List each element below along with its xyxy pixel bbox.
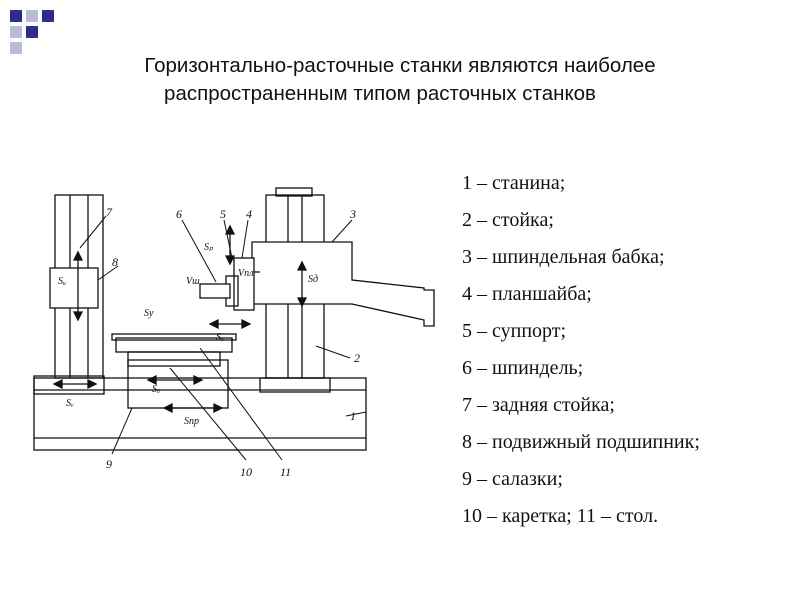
motion-label-vsh: Vш (186, 276, 200, 287)
corner-square-dark (10, 10, 22, 22)
motion-label-su: Sᵤ (58, 276, 66, 287)
bed-frame (33, 377, 367, 451)
title-line-2: распространенным типом расточных станков (164, 82, 596, 105)
slide-title: Горизонтально-расточные станки являются … (0, 52, 800, 108)
part-number-11: 11 (280, 465, 291, 479)
legend-item: 5 – суппорт; (462, 320, 567, 342)
motion-labels: Sᵤ Sₚ Sд Sу Sпр Sᵢᵢ Sᵤ Sᵥ Vш Vпл (58, 242, 318, 427)
corner-square-light (26, 10, 38, 22)
part-number-7: 7 (106, 205, 113, 219)
motion-label-sp: Sₚ (204, 242, 214, 253)
table (115, 337, 233, 353)
legend-item: 9 – салазки; (462, 468, 563, 490)
part-number-1: 1 (350, 409, 356, 423)
motion-label-sy: Sу (144, 308, 154, 319)
facing-head (233, 257, 255, 311)
part-number-9: 9 (106, 457, 112, 471)
legend-item: 7 – задняя стойка; (462, 394, 615, 416)
part-number-4: 4 (246, 207, 252, 221)
corner-square-dark (26, 26, 38, 38)
legend-item: 8 – подвижный подшипник; (462, 431, 700, 453)
legend-item: 3 – шпиндельная бабка; (462, 246, 665, 268)
legend-item: 6 – шпиндель; (462, 357, 584, 379)
legend-item: 1 – станина; (462, 172, 566, 194)
part-number-10: 10 (240, 465, 252, 479)
corner-square-light (10, 26, 22, 38)
motion-label-sz: Sᵤ (216, 332, 224, 343)
legend-item: 10 – каретка; 11 – стол. (462, 505, 659, 527)
legend-item: 2 – стойка; (462, 209, 554, 231)
motion-label-spr: Sпр (184, 416, 199, 427)
corner-square-dark (42, 10, 54, 22)
part-number-3: 3 (349, 207, 356, 221)
legend-item: 4 – планшайба; (462, 283, 592, 305)
part-number-2: 2 (354, 351, 360, 365)
boring-machine-diagram: 1 2 3 4 5 6 7 8 9 10 11 Sᵤ Sₚ Sд Sу Sпр … (33, 187, 435, 479)
carriage (127, 351, 221, 367)
motion-label-sii: Sᵢᵢ (152, 384, 161, 395)
saddle (127, 359, 229, 409)
motion-label-sd: Sд (308, 274, 318, 285)
parts-legend: 1 – станина; 2 – стойка; 3 – шпиндельная… (462, 168, 700, 538)
motion-label-vpl: Vпл (238, 268, 254, 279)
spindle (199, 283, 231, 299)
movable-bearing (49, 267, 99, 309)
part-number-labels: 1 2 3 4 5 6 7 8 9 10 11 (106, 205, 360, 479)
part-number-5: 5 (220, 207, 226, 221)
part-number-6: 6 (176, 207, 182, 221)
motion-label-svert: Sᵥ (66, 398, 74, 409)
spindle-head (251, 241, 435, 327)
part-number-8: 8 (112, 255, 118, 269)
corner-square-light (10, 42, 22, 54)
title-line-1: Горизонтально-расточные станки являются … (144, 54, 656, 77)
